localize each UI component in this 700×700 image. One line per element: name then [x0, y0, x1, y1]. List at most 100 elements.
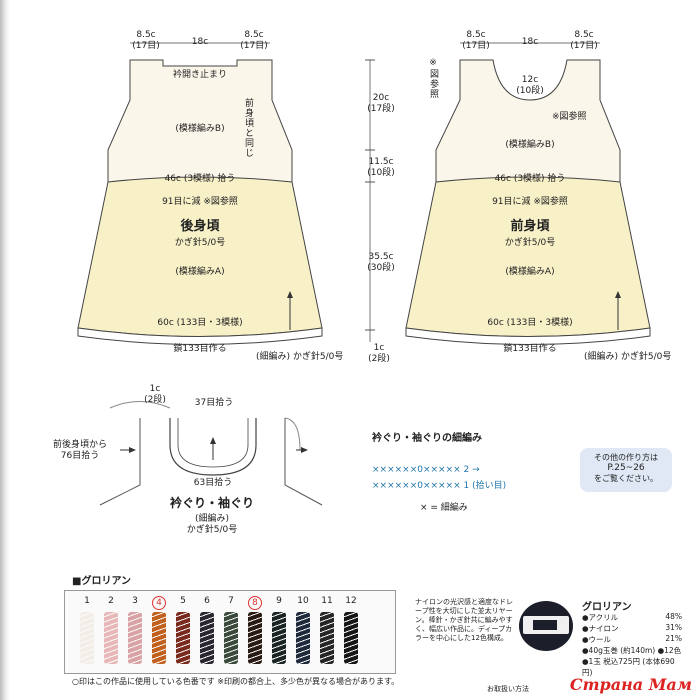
swatch-number: 4 [152, 596, 166, 610]
yarn-swatch [128, 612, 142, 664]
info-line-3: をご覧ください。 [594, 474, 658, 483]
yarn-name: グロリアン [582, 602, 632, 613]
back-pickup: 46c (3模様) 拾う [164, 174, 236, 184]
swatch-number: 9 [276, 596, 282, 606]
stitch-key: × = 細編み [420, 503, 468, 513]
swatch-number: 6 [204, 596, 210, 606]
front-skirt-pattern: (模様編みA) [505, 267, 555, 277]
collar-side1: 前後身頃から [52, 440, 108, 450]
legend-title: ■グロリアン [72, 576, 132, 587]
back-top-right: 8.5c [244, 30, 264, 40]
back-hem-band [77, 327, 323, 345]
back-decrease: 91目に減 ※図参照 [162, 197, 238, 207]
yarn-swatch [152, 612, 166, 664]
back-side-note: 前身頃と同じ [243, 98, 253, 158]
swatch-number: 10 [297, 596, 309, 606]
swatch-number: 5 [180, 596, 186, 606]
front-yoke-shape [435, 59, 621, 183]
collar-hook: かぎ針5/0号 [186, 525, 238, 535]
stitch-row-2: ××××××0××××× 2 → [372, 465, 480, 475]
back-yoke-pattern: (模様編みB) [175, 124, 225, 134]
swatch-number: 8 [248, 596, 262, 610]
back-top-left: 8.5c [136, 30, 156, 40]
dim-skirt-rows: (30段) [367, 263, 395, 273]
yarn-swatch [272, 612, 286, 664]
back-top-center: 18c [191, 37, 209, 47]
swatch-number: 12 [345, 596, 357, 606]
front-neck-depth: 12c [521, 75, 539, 85]
yarn-handling: お取扱い方法 [487, 685, 529, 693]
dim-edge: 1c [373, 343, 385, 353]
swatch-number: 1 [84, 596, 90, 606]
yarn-swatch [176, 612, 190, 664]
collar-title: 衿ぐり・袖ぐり [169, 496, 255, 510]
collar-side2: 76目拾う [60, 451, 100, 461]
front-ref-left: ※図参照 [428, 58, 438, 99]
front-chain: 鎖133目作る [503, 344, 557, 354]
front-decrease: 91目に減 ※図参照 [492, 197, 568, 207]
legend-note: ○印はこの作品に使用している色番です ※印刷の都合上、多少色が異なる場合がありま… [72, 677, 400, 686]
dim-armhole-rows: (17段) [367, 104, 395, 114]
yarn-swatch [344, 612, 358, 664]
collar-top: 1c [149, 384, 161, 394]
dim-armhole: 20c [372, 93, 390, 103]
yarn-swatch [224, 612, 238, 664]
yarn-spec-5: ●1玉 税込725円 (本体690円) [582, 657, 675, 677]
front-top-center: 18c [521, 37, 539, 47]
swatch-number: 11 [321, 596, 333, 606]
back-hem: 60c (133目・3模様) [157, 318, 243, 328]
yarn-swatch [296, 612, 310, 664]
dim-yoke: 11.5c [368, 157, 394, 167]
front-hook: かぎ針5/0号 [504, 238, 556, 248]
yarn-swatch [320, 612, 334, 664]
back-top-right-rows: (17目) [240, 41, 268, 51]
swatch-number: 7 [228, 596, 234, 606]
yarn-swatch [248, 612, 262, 664]
collar-outline [99, 418, 323, 506]
front-title: 前身頃 [510, 219, 550, 234]
front-top-left: 8.5c [466, 30, 486, 40]
dim-edge-rows: (2段) [368, 354, 390, 364]
back-title: 後身頃 [180, 219, 220, 234]
collar-pick63: 63目拾う [193, 478, 233, 488]
yarn-swatch [200, 612, 214, 664]
collar-pick37: 37目拾う [194, 398, 234, 408]
stitch-row-1: ××××××0××××× 1 (拾い目) [372, 481, 507, 491]
back-top-left-rows: (17目) [132, 41, 160, 51]
front-hem-band [405, 327, 651, 345]
yarn-swatch [104, 612, 118, 664]
back-skirt-pattern: (模様編みA) [175, 267, 225, 277]
yarn-swatch [80, 612, 94, 664]
page-binding [0, 0, 10, 700]
info-box: その他の作り方は P.25~26 をご覧ください。 [580, 448, 672, 492]
front-pickup: 46c (3模様) 拾う [494, 174, 566, 184]
back-neck-note: 衿開き止まり [172, 70, 228, 80]
swatch-number: 3 [132, 596, 138, 606]
dim-skirt: 35.5c [368, 252, 394, 262]
yarn-ball-image [519, 601, 573, 651]
front-top-right: 8.5c [574, 30, 594, 40]
watermark: Страна Мам [569, 675, 692, 694]
yarn-spec-4: ●40g玉巻 (約140m) ●12色 [582, 646, 682, 655]
info-line-1: その他の作り方は [594, 453, 658, 462]
front-top-left-rows: (17目) [462, 41, 490, 51]
front-ref-right: ※図参照 [552, 112, 587, 122]
front-hem: 60c (133目・3模様) [487, 318, 573, 328]
back-chain: 鎖133目作る [173, 344, 227, 354]
yarn-description: ナイロンの光沢感と適度なドレープ性を大切にした並太リヤーン。棒針・かぎ針共に編み… [415, 598, 513, 642]
swatch-number: 2 [108, 596, 114, 606]
back-yoke-shape [107, 59, 293, 183]
front-edge: (細編み) かぎ針5/0号 [584, 352, 672, 362]
front-neck-depth-rows: (10段) [516, 86, 544, 96]
info-line-2: P.25~26 [607, 463, 645, 473]
collar-top-rows: (2段) [144, 395, 166, 405]
stitch-title: 衿ぐり・袖ぐりの細編み [372, 433, 482, 444]
back-edge: (細編み) かぎ針5/0号 [256, 352, 344, 362]
front-yoke-pattern: (模様編みB) [505, 140, 555, 150]
collar-sub: (細編み) [194, 514, 230, 524]
